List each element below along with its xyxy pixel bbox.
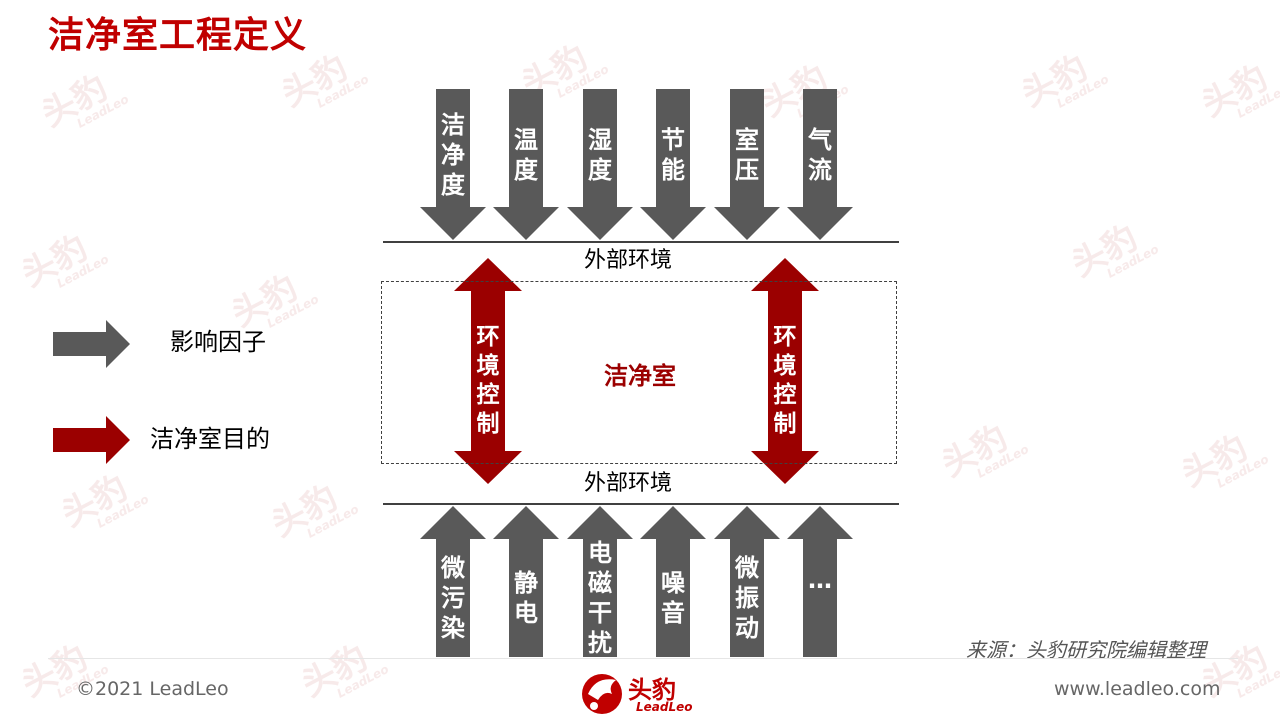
- char: 度: [588, 156, 612, 184]
- influence-factor-arrow-down: [567, 89, 633, 240]
- environment-control-label: 环境控制: [765, 323, 805, 439]
- char: 制: [773, 411, 797, 437]
- char: 净: [441, 141, 465, 169]
- website-link[interactable]: www.leadleo.com: [1054, 678, 1221, 700]
- footer-divider: [48, 658, 1238, 659]
- influence-factor-arrow-down: [714, 89, 780, 240]
- char: 气: [808, 126, 832, 154]
- char: 染: [441, 614, 465, 642]
- legend-purpose-arrow: [53, 416, 130, 464]
- char: 扰: [588, 629, 612, 657]
- char: 控: [773, 382, 797, 408]
- copyright: ©2021 LeadLeo: [76, 678, 229, 700]
- influence-factor-arrow-up: [787, 506, 853, 657]
- external-env-top-line: [383, 241, 899, 243]
- external-env-bottom-line: [383, 503, 899, 505]
- char: 压: [735, 156, 759, 184]
- char: 控: [476, 382, 500, 408]
- influence-factor-label: 室压: [727, 125, 767, 185]
- char: 噪: [661, 569, 685, 597]
- influence-factor-arrow-down: [640, 89, 706, 240]
- page-title: 洁净室工程定义: [48, 15, 308, 56]
- influence-factor-arrow-down: [420, 89, 486, 240]
- char: 境: [476, 353, 500, 379]
- influence-factor-label: 节能: [653, 125, 693, 185]
- external-env-top-label: 外部环境: [583, 248, 672, 273]
- leadleo-logo-icon: [582, 674, 622, 714]
- influence-factor-arrow-up: [420, 506, 486, 657]
- influence-factor-label: 气流: [800, 125, 840, 185]
- char: 电: [588, 539, 612, 567]
- influence-factor-label: 微污染: [433, 553, 473, 643]
- influence-factor-arrow-down: [493, 89, 559, 240]
- char: 洁: [441, 111, 465, 139]
- char: 环: [476, 324, 500, 350]
- char: 温: [514, 126, 538, 154]
- char: 环: [773, 324, 797, 350]
- char: 动: [735, 614, 759, 642]
- char: 流: [808, 156, 832, 184]
- logo-text-en: LeadLeo: [636, 700, 693, 714]
- cleanroom-box: [381, 281, 897, 464]
- external-env-bottom-label: 外部环境: [583, 471, 672, 496]
- cleanroom-label: 洁净室: [604, 362, 676, 390]
- char: 污: [441, 584, 465, 612]
- environment-control-arrow: [751, 258, 819, 484]
- influence-factor-arrow-up: [567, 506, 633, 657]
- char: 能: [661, 156, 685, 184]
- influence-factor-label: 温度: [506, 125, 546, 185]
- char: 微: [735, 554, 759, 582]
- char: …: [808, 566, 832, 594]
- char: 度: [514, 156, 538, 184]
- influence-factor-label: 洁净度: [433, 110, 473, 200]
- influence-factor-label: 电磁干扰: [580, 538, 620, 658]
- environment-control-arrow: [454, 258, 522, 484]
- char: 境: [773, 353, 797, 379]
- char: 微: [441, 554, 465, 582]
- logo-text-cn: 头豹: [628, 676, 676, 704]
- char: 制: [476, 411, 500, 437]
- char: 度: [441, 171, 465, 199]
- influence-factor-label: 微振动: [727, 553, 767, 643]
- legend-factor-label: 影响因子: [170, 328, 266, 356]
- char: 节: [661, 126, 685, 154]
- char: 磁: [588, 569, 612, 597]
- legend-factor-arrow: [53, 320, 130, 368]
- char: 干: [588, 599, 612, 627]
- influence-factor-label: 静电: [506, 568, 546, 628]
- influence-factor-arrow-down: [787, 89, 853, 240]
- legend-purpose-label: 洁净室目的: [150, 425, 270, 453]
- influence-factor-arrow-up: [640, 506, 706, 657]
- influence-factor-arrow-up: [493, 506, 559, 657]
- char: 振: [735, 584, 759, 612]
- char: 静: [514, 569, 538, 597]
- influence-factor-label: 湿度: [580, 125, 620, 185]
- influence-factor-label: 噪音: [653, 568, 693, 628]
- influence-factor-arrow-up: [714, 506, 780, 657]
- char: 音: [661, 599, 685, 627]
- char: 室: [735, 126, 759, 154]
- environment-control-label: 环境控制: [468, 323, 508, 439]
- char: 电: [514, 599, 538, 627]
- influence-factor-label: …: [800, 565, 840, 595]
- char: 湿: [588, 126, 612, 154]
